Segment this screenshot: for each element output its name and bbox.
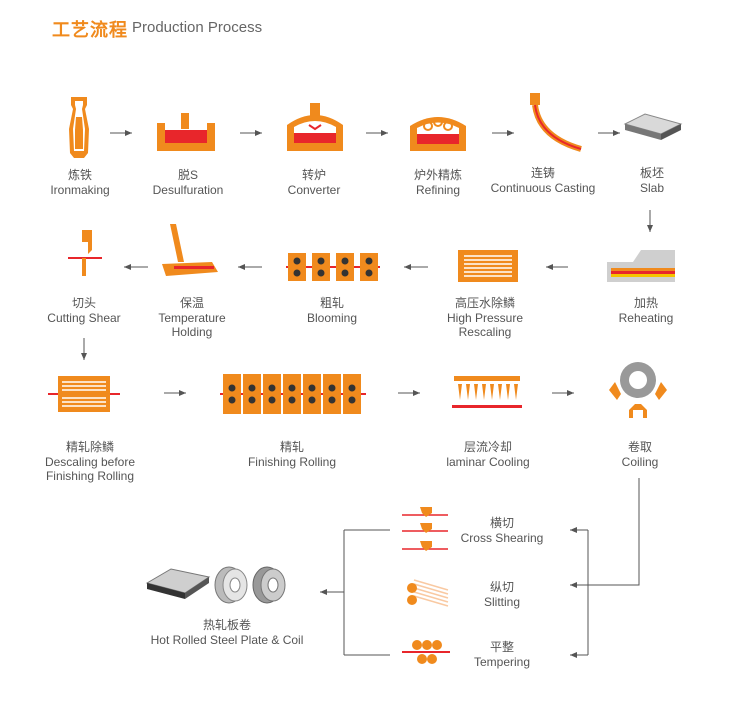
refining-furnace-icon (410, 117, 466, 151)
coiler-icon (609, 362, 667, 418)
blast-furnace-icon (69, 97, 89, 158)
laminar-cooling-icon (452, 376, 522, 408)
converter-icon (287, 103, 343, 151)
coiling-down-line (588, 478, 640, 586)
cross-shearing-icon (402, 507, 448, 551)
descaling-icon (48, 376, 120, 412)
high-pressure-rescaling-icon (458, 250, 518, 282)
cutting-shear-icon (68, 230, 102, 276)
blooming-mill-icon (286, 253, 380, 281)
finishing-mill-icon (220, 374, 366, 414)
page-title-en: Production Process (132, 19, 263, 36)
continuous-casting-icon (530, 93, 582, 152)
page-title-cn: 工艺流程 (52, 20, 128, 40)
reheating-furnace-icon (607, 250, 675, 282)
slitting-icon (407, 579, 449, 607)
slab-icon (623, 113, 683, 140)
desulfurization-ladle-icon (157, 113, 215, 151)
steel-plate-and-coil-icon (145, 566, 286, 604)
tempering-icon (402, 640, 450, 664)
temperature-holding-icon (162, 224, 218, 276)
